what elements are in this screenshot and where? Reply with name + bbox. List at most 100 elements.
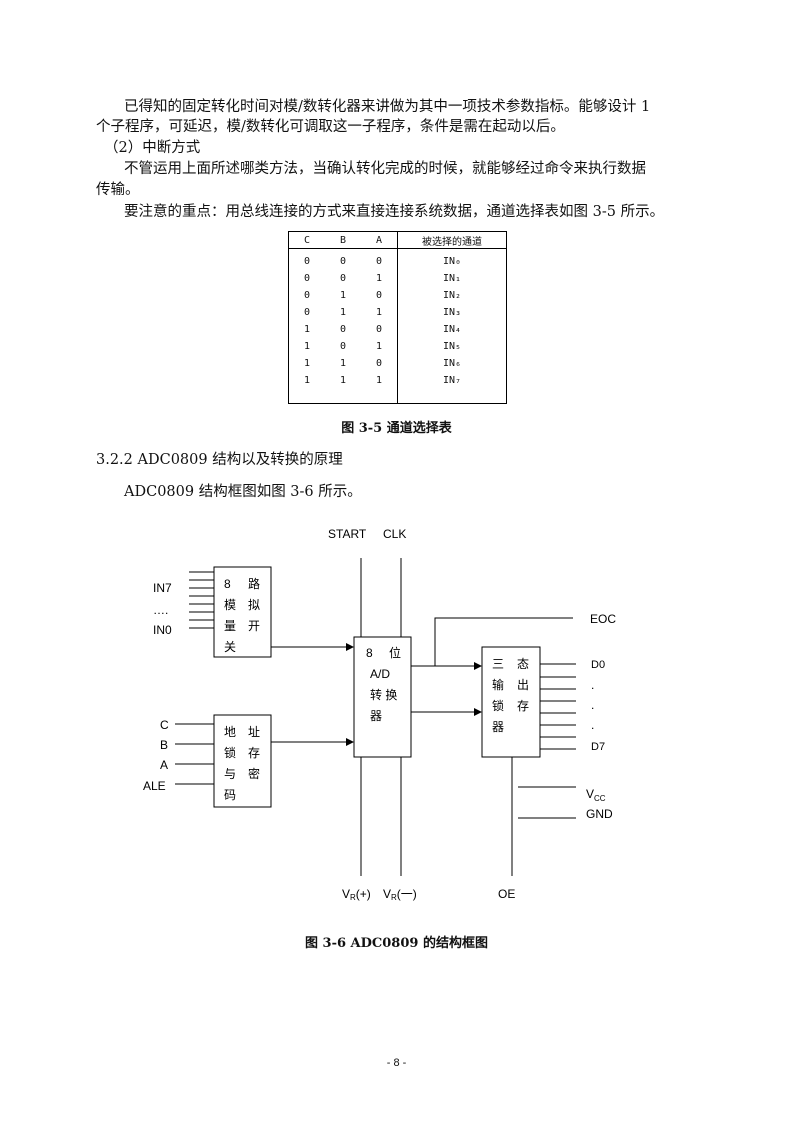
paragraph-2-heading: （2）中断方式 xyxy=(104,140,201,156)
cell: 0 xyxy=(303,256,311,267)
addr-a-label: A xyxy=(160,758,168,772)
ale-label: ALE xyxy=(143,779,166,793)
output-dot: . xyxy=(591,718,594,732)
adc-text: 器 xyxy=(370,709,382,723)
cell: IN₄ xyxy=(397,321,507,338)
mux-text: 拟 xyxy=(248,598,260,612)
page-number: - 8 - xyxy=(386,1057,407,1069)
cell: 0 xyxy=(339,256,347,267)
cell: IN₁ xyxy=(397,270,507,287)
cell: 1 xyxy=(375,273,383,284)
table-row: 1 0 0 IN₄ xyxy=(289,321,507,338)
table-caption: 图 3-5 通道选择表 xyxy=(341,421,452,436)
cell: IN₀ xyxy=(397,248,507,270)
oe-label: OE xyxy=(498,887,515,901)
cell: IN₅ xyxy=(397,338,507,355)
cell: IN₇ xyxy=(397,372,507,404)
section-heading: 3.2.2 ADC0809 结构以及转换的原理 xyxy=(96,452,343,468)
cell: 1 xyxy=(303,358,311,369)
vcc-label: VCC xyxy=(586,787,606,803)
paragraph-1-line-2: 个子程序，可延迟，模/数转化可调取这一子程序，条件是需在起动以后。 xyxy=(96,119,565,135)
table-header-row: C B A 被选择的通道 xyxy=(288,231,507,249)
cell: 1 xyxy=(303,324,311,335)
cell: 1 xyxy=(375,375,383,386)
vref-minus-label: VR(一) xyxy=(383,887,417,902)
mux-text: 模 xyxy=(224,598,236,612)
table-row: 0 0 1 IN₁ xyxy=(289,270,507,287)
cell: 1 xyxy=(303,375,311,386)
latch-text: 密 xyxy=(248,766,260,781)
cell: 0 xyxy=(375,290,383,301)
buffer-text: 器 xyxy=(492,720,504,734)
in0-label: IN0 xyxy=(153,623,172,637)
cell: 0 xyxy=(375,358,383,369)
adc-text: 8 xyxy=(366,646,373,660)
table-row: 1 1 0 IN₆ xyxy=(289,355,507,372)
buffer-text: 输 xyxy=(492,677,504,692)
header-b: B xyxy=(325,231,361,249)
buffer-text: 出 xyxy=(517,678,529,692)
section-intro: ADC0809 结构框图如图 3-6 所示。 xyxy=(124,484,362,500)
cell: 0 xyxy=(339,341,347,352)
latch-text: 与 xyxy=(224,767,236,781)
figure-caption: 图 3-6 ADC0809 的结构框图 xyxy=(305,936,488,951)
adc-text: 转 换 xyxy=(370,687,397,702)
header-channel: 被选择的通道 xyxy=(397,231,507,249)
table-row: 1 1 1 IN₇ xyxy=(289,372,507,404)
cell: 0 xyxy=(375,256,383,267)
paragraph-4: 要注意的重点：用总线连接的方式来直接连接系统数据，通道选择表如图 3-5 所示。 xyxy=(124,204,665,220)
addr-c-label: C xyxy=(160,718,169,732)
latch-text: 存 xyxy=(248,746,260,760)
in7-label: IN7 xyxy=(153,581,172,595)
table-row: 0 1 1 IN₃ xyxy=(289,304,507,321)
cell: 1 xyxy=(339,358,347,369)
cell: 1 xyxy=(339,290,347,301)
buffer-text: 态 xyxy=(517,657,529,671)
vref-plus-label: VR(+) xyxy=(342,887,371,902)
cell: 0 xyxy=(375,324,383,335)
mux-box xyxy=(213,566,272,658)
buffer-text: 存 xyxy=(517,699,529,713)
header-c: C xyxy=(288,231,325,249)
latch-text: 码 xyxy=(224,788,236,802)
cell: 0 xyxy=(339,324,347,335)
buffer-text: 锁 xyxy=(492,698,504,713)
adc-text: 位 xyxy=(389,645,401,660)
cell: 0 xyxy=(303,273,311,284)
gnd-label: GND xyxy=(586,807,613,821)
eoc-label: EOC xyxy=(590,612,616,626)
clk-label: CLK xyxy=(383,527,406,541)
tri-state-buffer-box xyxy=(481,646,541,758)
cell: 1 xyxy=(375,307,383,318)
paragraph-3-line-2: 传输。 xyxy=(96,182,140,198)
paragraph-3-line-1: 不管运用上面所述哪类方法，当确认转化完成的时候，就能够经过命令来执行数据 xyxy=(124,161,646,177)
table-row: 0 0 0 IN₀ xyxy=(289,248,507,270)
table-row: 0 1 0 IN₂ xyxy=(289,287,507,304)
cell: IN₃ xyxy=(397,304,507,321)
start-label: START xyxy=(328,527,367,541)
mux-text: 路 xyxy=(248,576,260,591)
mux-text: 量 xyxy=(224,619,236,633)
cell: 1 xyxy=(339,375,347,386)
output-dot: . xyxy=(591,698,594,712)
cell: 0 xyxy=(339,273,347,284)
paragraph-1-line-1: 已得知的固定转化时间对模/数转化器来讲做为其中一项技术参数指标。能够设计 1 xyxy=(124,99,651,115)
latch-text: 锁 xyxy=(224,745,236,760)
d7-label: D7 xyxy=(591,741,605,753)
cell: IN₆ xyxy=(397,355,507,372)
mux-text: 关 xyxy=(224,640,236,654)
mux-text: 开 xyxy=(248,619,260,633)
cell: 1 xyxy=(339,307,347,318)
cell: IN₂ xyxy=(397,287,507,304)
address-latch-box xyxy=(213,714,272,808)
cell: 1 xyxy=(303,341,311,352)
cell: 0 xyxy=(303,307,311,318)
buffer-text: 三 xyxy=(492,657,504,671)
addr-b-label: B xyxy=(160,738,168,752)
in-dots-label: …. xyxy=(153,603,168,617)
latch-text: 地 xyxy=(224,725,236,739)
adc-text: A/D xyxy=(370,667,390,681)
cell: 0 xyxy=(303,290,311,301)
